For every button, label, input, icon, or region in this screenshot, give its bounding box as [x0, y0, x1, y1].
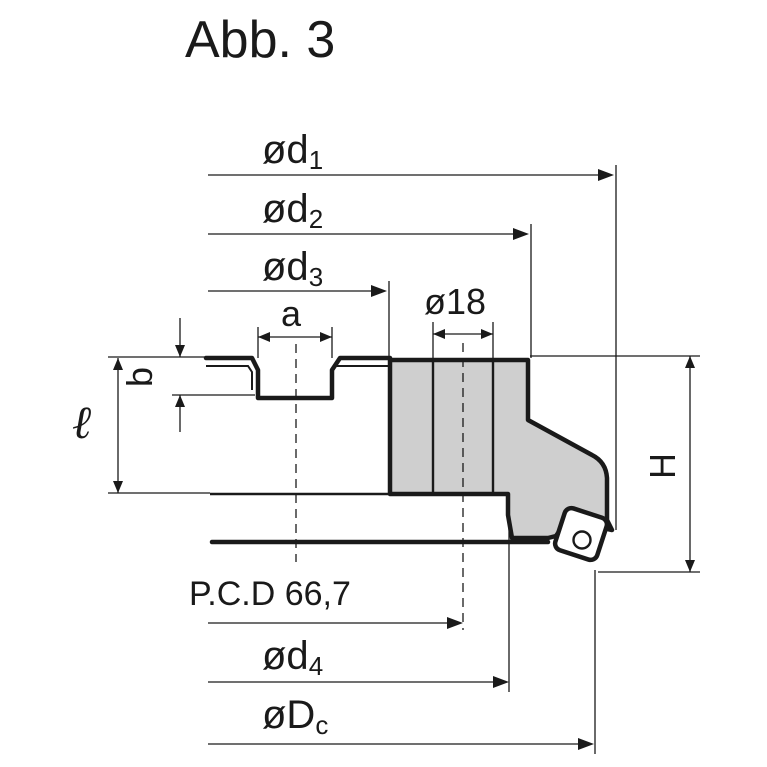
dimension-label-d2-main: ød — [262, 187, 309, 231]
arrowhead-d2 — [513, 228, 529, 240]
dimension-label-dc-sub: c — [315, 710, 328, 740]
dimension-label-d4-main: ød — [262, 634, 309, 678]
arrowhead-l-top — [113, 358, 123, 370]
arrowhead-a-left — [258, 332, 270, 342]
arrowhead-pcd — [447, 617, 463, 629]
dimension-label-dc: øDc — [262, 693, 328, 740]
arrowhead-a-right — [320, 332, 332, 342]
figure-title: Abb. 3 — [185, 11, 335, 69]
arrowhead-b-bottom — [175, 395, 185, 407]
dimension-label-l: ℓ — [72, 395, 92, 449]
arrowhead-hole-right — [481, 329, 493, 339]
dimension-label-b: b — [119, 367, 160, 387]
top-profile-keyway — [203, 355, 393, 401]
dimension-label-a: a — [281, 293, 302, 334]
arrowhead-d4 — [493, 676, 509, 688]
arrowhead-l-bottom — [113, 481, 123, 493]
dimension-label-d3-main: ød — [262, 245, 309, 289]
dimension-label-d1: ød1 — [262, 128, 323, 175]
dimension-label-d2-sub: 2 — [309, 204, 323, 234]
dimension-label-dc-main: øD — [262, 693, 315, 737]
dimension-label-h: H — [642, 453, 683, 479]
arrowhead-hole-left — [433, 329, 445, 339]
dimension-label-d4: ød4 — [262, 634, 323, 681]
insert-screw-hole — [572, 530, 592, 550]
dimension-label-d4-sub: 4 — [309, 651, 323, 681]
dimension-label-d3-sub: 3 — [309, 262, 323, 292]
arrowhead-h-bottom — [685, 560, 695, 572]
arrowhead-b-top — [175, 345, 185, 357]
pcd-label: P.C.D 66,7 — [189, 575, 351, 613]
dimension-label-hole: ø18 — [424, 281, 486, 322]
dimension-label-d2: ød2 — [262, 187, 323, 234]
top-profile-inner — [206, 365, 253, 390]
dimension-label-d1-main: ød — [262, 128, 309, 172]
arrowhead-dc — [578, 738, 594, 750]
arrowhead-h-top — [685, 356, 695, 368]
dimension-label-d1-sub: 1 — [309, 145, 323, 175]
dimension-label-d3: ød3 — [262, 245, 323, 292]
arrowhead-d3 — [371, 285, 387, 297]
arrowhead-d1 — [598, 169, 614, 181]
